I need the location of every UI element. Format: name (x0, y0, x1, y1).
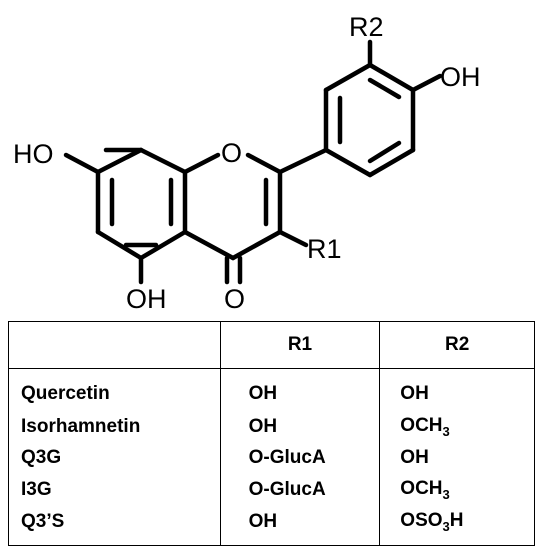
bond (182, 229, 236, 261)
table-row: Isorhamnetin OH OCH3 (8, 410, 535, 443)
oh-top-label: OH (440, 62, 481, 92)
table-row: Quercetin OH OH (8, 368, 535, 411)
flavonoid-structure: R2 OH O HO R1 OH O (13, 12, 481, 314)
bond (138, 147, 188, 175)
bond-double (367, 77, 402, 100)
bond (323, 147, 373, 178)
bond (323, 62, 373, 93)
compound-name: Isorhamnetin (8, 410, 221, 443)
r2-label: R2 (349, 12, 384, 42)
r1-value: O-GlucA (219, 474, 381, 506)
ho-left-label: HO (13, 139, 54, 169)
bond (230, 229, 283, 261)
r1-value: OH (219, 368, 381, 411)
table-row: Q3G O-GlucA OH (8, 442, 535, 475)
compound-name: Quercetin (8, 368, 221, 411)
bond (95, 229, 144, 261)
bond-double (367, 140, 402, 164)
header-r1: R1 (219, 321, 381, 369)
oh-bottom-label: OH (126, 284, 167, 314)
header-r2: R2 (379, 321, 535, 369)
ring-oxygen-label: O (221, 138, 242, 168)
substituent-table: R1 R2 Quercetin OH OH Isorhamnetin OH OC… (8, 321, 535, 546)
compound-name: Q3G (8, 442, 221, 475)
table-row: Q3’S OH OSO3H (8, 505, 535, 546)
bond (182, 152, 221, 175)
r1-value: O-GlucA (219, 442, 381, 475)
bond (95, 147, 144, 175)
bond (138, 229, 188, 261)
r2-value: OSO3H (379, 505, 535, 546)
r2-value: OH (379, 442, 535, 475)
carbonyl-oxygen-label: O (224, 284, 245, 314)
bond (63, 152, 101, 175)
r2-value: OH (379, 368, 535, 411)
r1-label: R1 (307, 234, 342, 264)
r1-value: OH (219, 505, 381, 546)
r2-value: OCH3 (379, 474, 535, 506)
bond (367, 62, 416, 93)
bond (367, 147, 416, 178)
header-compound (8, 321, 221, 369)
r2-value: OCH3 (379, 410, 535, 443)
compound-name: Q3’S (8, 505, 221, 546)
bond (277, 229, 309, 248)
bond (245, 152, 283, 175)
table-row: I3G O-GlucA OCH3 (8, 474, 535, 506)
table-header-row: R1 R2 (8, 321, 535, 369)
bond (277, 147, 329, 175)
bond (410, 73, 443, 93)
r1-value: OH (219, 410, 381, 443)
compound-name: I3G (8, 474, 221, 506)
